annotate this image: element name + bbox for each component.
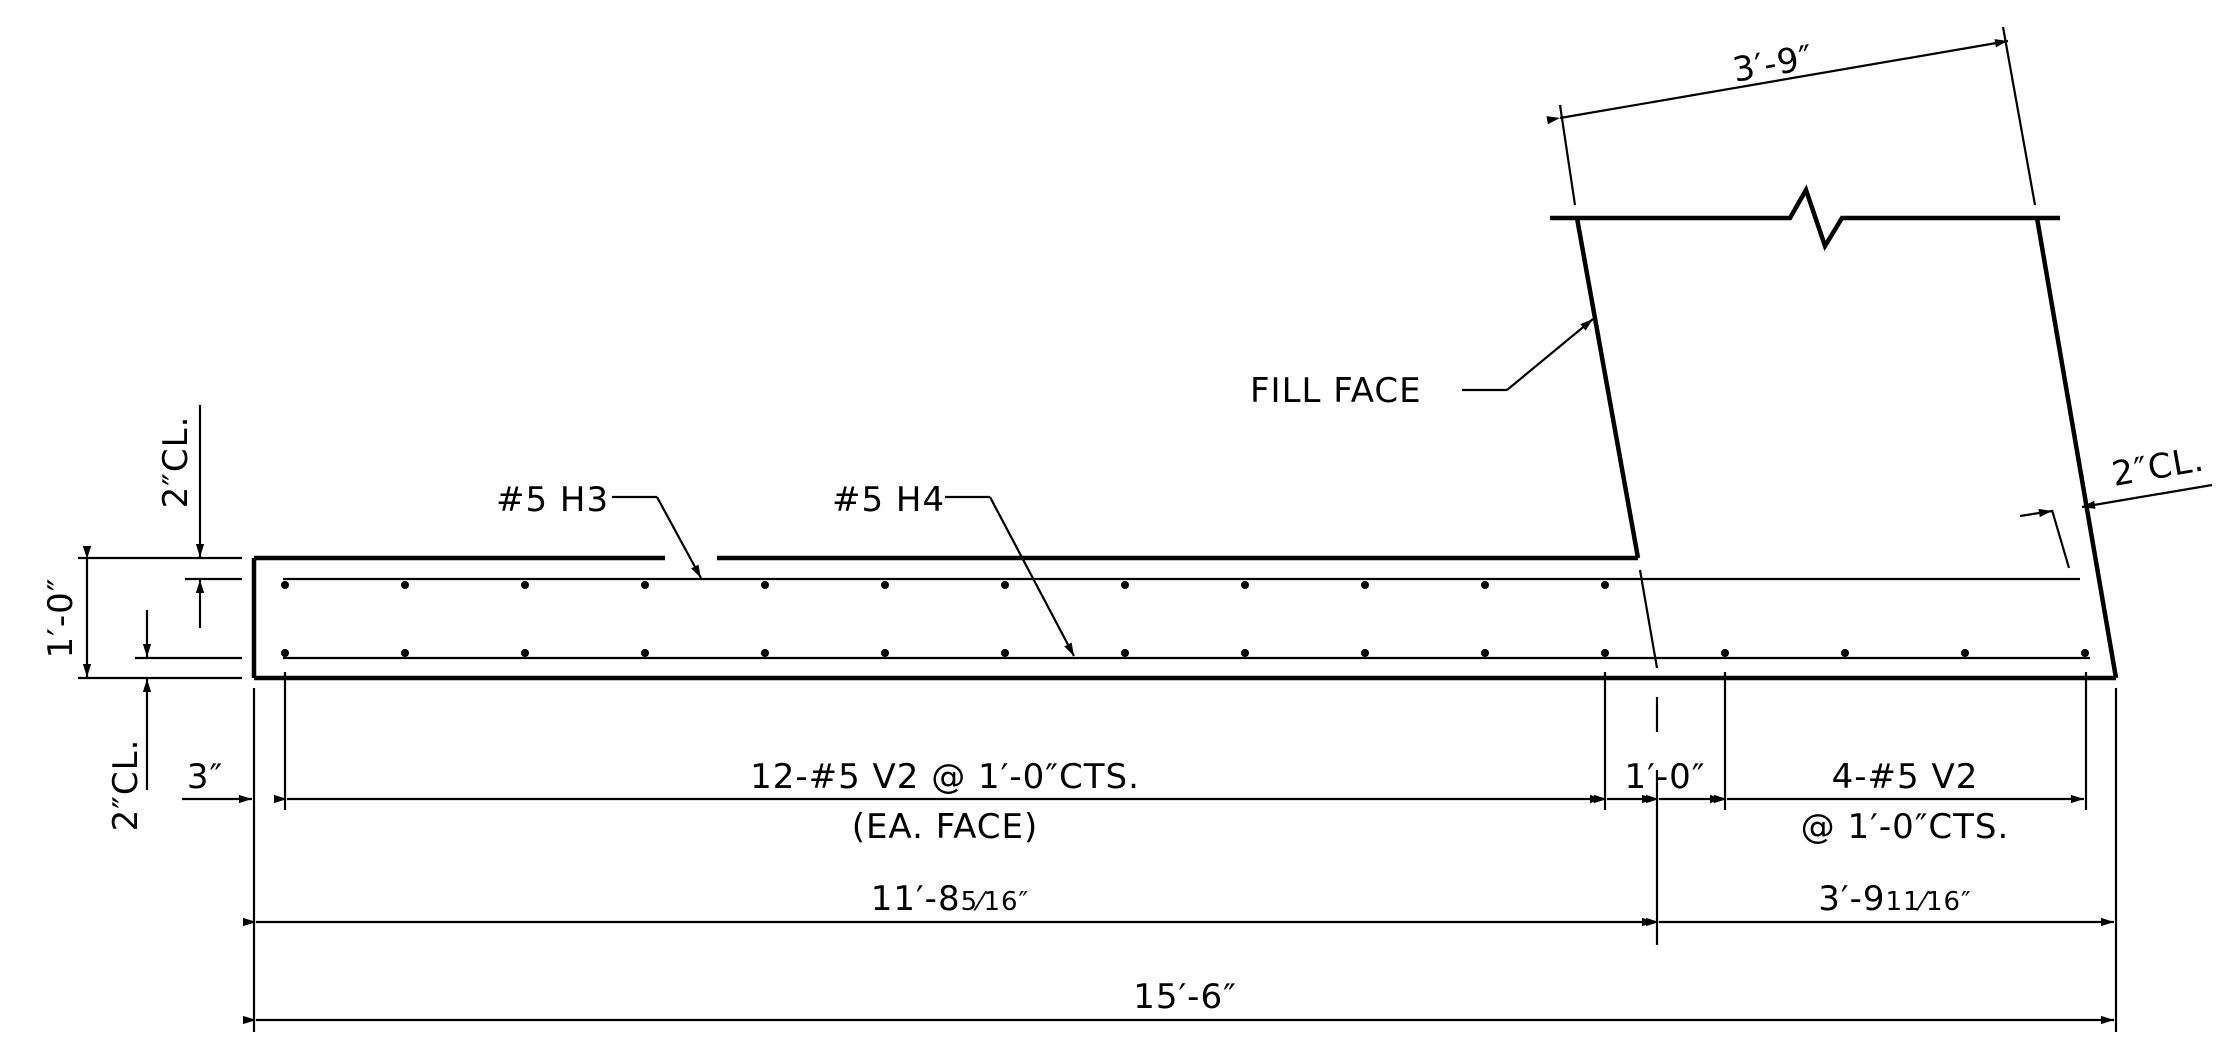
bottom-rebar-dot — [2081, 649, 2089, 657]
bottom-rebar-dot — [1121, 649, 1129, 657]
bottom-rebar-dot — [641, 649, 649, 657]
top-rebar-dot — [1241, 581, 1249, 589]
footing-outline — [251, 217, 2119, 681]
thickness-label: 1′-0″ — [41, 578, 81, 659]
top-rebar-dot — [881, 581, 889, 589]
v2-main-label-line2: (EA. FACE) — [852, 807, 1039, 847]
h3-bar-label: #5 H3 — [496, 480, 609, 520]
h4-bar-callout: #5 H4 — [832, 480, 1075, 657]
top-rebar-dot — [1601, 581, 1609, 589]
top-rebar-dot — [1001, 581, 1009, 589]
top-rebar-dot — [761, 581, 769, 589]
v2-main-spacing-dimension: 12-#5 V2 @ 1′-0″CTS. (EA. FACE) — [274, 757, 1603, 847]
stem-width-dimension: 3′-9″ — [1546, 26, 2037, 206]
extension-lines — [252, 672, 2118, 1032]
v2-right-label-line2: @ 1′-0″CTS. — [1801, 807, 2010, 847]
bottom-rebar-dot — [1001, 649, 1009, 657]
top-rebar-dot — [521, 581, 529, 589]
bottom-rebar-dot — [281, 649, 289, 657]
bottom-rebar-dot — [1361, 649, 1369, 657]
bottom-rebar-dot — [1601, 649, 1609, 657]
total-length-label: 15′-6″ — [1133, 977, 1237, 1017]
bottom-cover-label: 2″CL. — [106, 739, 146, 832]
right-cover-dimension: 2″CL. — [2019, 439, 2213, 569]
bottom-rebar-dot — [1241, 649, 1249, 657]
edge-offset-dimension: 3″ — [182, 757, 252, 804]
right-length-fraction: 11⁄16″ — [1886, 887, 1972, 917]
bottom-rebar-dot — [1721, 649, 1729, 657]
v2-right-label-line1: 4-#5 V2 — [1832, 757, 1979, 797]
gap-dimension: 1′-0″ — [1594, 757, 1723, 804]
v2-right-spacing-dimension: 4-#5 V2 @ 1′-0″CTS. — [1714, 757, 2084, 847]
top-rebar-dot — [641, 581, 649, 589]
top-cover-label: 2″CL. — [156, 416, 196, 509]
gap-label: 1′-0″ — [1625, 757, 1706, 797]
stem-break-line — [1550, 184, 2060, 252]
h4-bar-label: #5 H4 — [832, 480, 945, 520]
right-length-label: 3′-911⁄16″ — [1818, 879, 1972, 919]
left-cover-dimensions: 2″CL. 1′-0″ 2″CL. — [41, 405, 242, 831]
fill-face-label: FILL FACE — [1250, 371, 1422, 411]
top-rebar-dot — [1121, 581, 1129, 589]
bottom-rebar-dot — [521, 649, 529, 657]
top-rebar-dot — [1361, 581, 1369, 589]
right-length-main: 3′-9 — [1818, 879, 1885, 919]
bottom-bar-dots — [281, 649, 2089, 657]
fill-face-callout: FILL FACE — [1250, 318, 1594, 411]
left-length-fraction: 5⁄16″ — [961, 887, 1030, 917]
edge-offset-label: 3″ — [187, 757, 223, 797]
top-rebar-dot — [281, 581, 289, 589]
top-rebar-dot — [1481, 581, 1489, 589]
top-bar-dots — [281, 581, 1609, 589]
stem-width-label: 3′-9″ — [1730, 38, 1817, 91]
bottom-rebar-dot — [881, 649, 889, 657]
bottom-rebar-dot — [1841, 649, 1849, 657]
stem-face-continuation — [1638, 569, 1659, 669]
top-rebar-dot — [401, 581, 409, 589]
segment-length-dimensions: 11′-85⁄16″ 3′-911⁄16″ — [243, 879, 2114, 927]
left-length-label: 11′-85⁄16″ — [871, 879, 1030, 919]
bottom-rebar-dot — [761, 649, 769, 657]
h3-bar-callout: #5 H3 — [496, 480, 702, 579]
bottom-rebar-dot — [1481, 649, 1489, 657]
bottom-rebar-dot — [401, 649, 409, 657]
overall-length-dimension: 15′-6″ — [243, 977, 2114, 1025]
bottom-rebar-dot — [1961, 649, 1969, 657]
right-cover-label: 2″CL. — [2109, 439, 2207, 495]
left-length-main: 11′-8 — [871, 879, 961, 919]
v2-main-label-line1: 12-#5 V2 @ 1′-0″CTS. — [750, 757, 1140, 797]
